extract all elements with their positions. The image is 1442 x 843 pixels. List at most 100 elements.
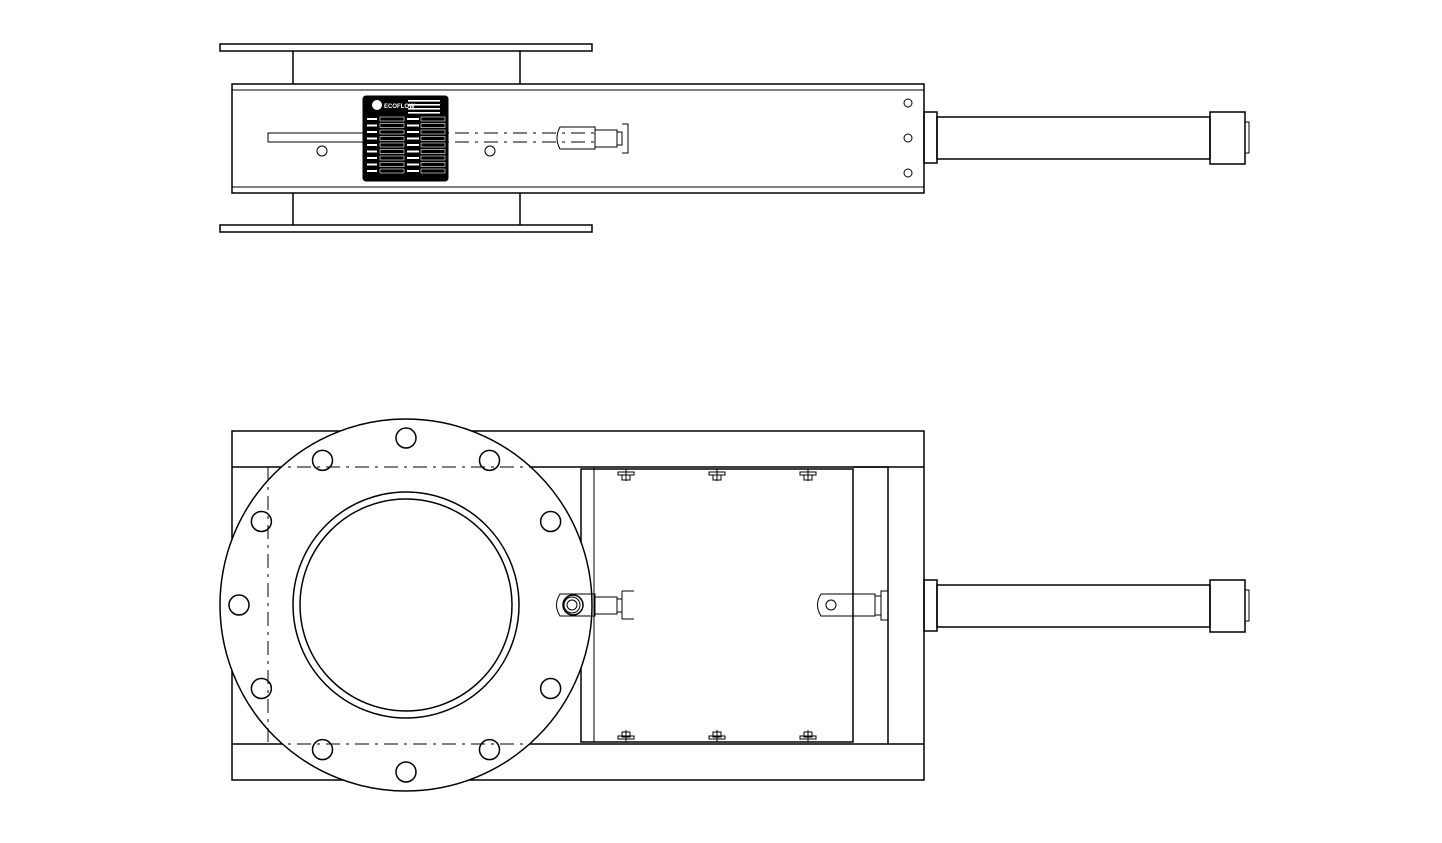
clevis-block	[594, 129, 618, 148]
stem-nut	[874, 595, 882, 616]
flange-disc	[219, 418, 593, 792]
nameplate-rows	[367, 100, 446, 174]
nameplate-label	[407, 137, 419, 140]
clevis-pin-inner	[566, 599, 578, 611]
flange-bolt-hole	[395, 427, 417, 449]
clevis-nut	[616, 131, 623, 146]
actuator-cylinder	[936, 116, 1211, 160]
hole-left	[316, 145, 328, 157]
nameplate-header-line	[408, 112, 440, 114]
nameplate-field	[379, 149, 405, 154]
end-hole-bottom	[903, 168, 913, 178]
nameplate: ECOFLOW	[362, 95, 449, 182]
front-actuator-port	[1244, 589, 1250, 622]
nameplate-field	[420, 123, 446, 128]
flange-bolt-hole	[250, 510, 273, 533]
nameplate-field	[379, 155, 405, 161]
nameplate-label	[407, 124, 419, 127]
gate-bolt	[799, 730, 817, 742]
flange-bolt-hole	[478, 449, 501, 472]
nameplate-field	[379, 162, 405, 167]
actuator-mount	[923, 111, 938, 164]
front-view	[219, 418, 1250, 792]
nameplate-label	[367, 170, 377, 172]
front-clevis-block	[594, 596, 618, 615]
gate-bolt	[799, 469, 817, 481]
nameplate-label	[407, 131, 419, 133]
nameplate-field	[420, 142, 446, 148]
gate-bolt	[617, 469, 635, 481]
nameplate-brand: ECOFLOW	[384, 104, 415, 110]
nameplate-label	[367, 144, 377, 146]
gate-bolt	[708, 730, 726, 742]
hole-right	[484, 145, 496, 157]
nameplate-field	[420, 129, 446, 135]
front-clevis	[556, 593, 596, 617]
end-hole-middle	[903, 133, 913, 143]
nameplate-label	[407, 163, 419, 166]
nameplate-field	[379, 123, 405, 128]
clevis-pin-outer	[563, 596, 581, 614]
nameplate-field	[379, 136, 405, 141]
nameplate-label	[367, 150, 377, 153]
nameplate-header-line	[408, 108, 440, 110]
nameplate-label	[367, 124, 377, 127]
bore-inner	[299, 498, 513, 712]
nameplate-field	[420, 149, 446, 154]
nameplate-field	[379, 142, 405, 148]
top-flange-plate	[219, 43, 593, 52]
nameplate-field	[379, 129, 405, 135]
stem-connector	[817, 593, 876, 617]
nameplate-field	[420, 155, 446, 161]
nameplate-label	[407, 144, 419, 146]
nameplate-label	[407, 118, 419, 120]
nameplate-header-line	[408, 104, 440, 106]
bore-outer	[292, 491, 520, 719]
front-actuator-end-cap	[1209, 579, 1246, 633]
valve-body-top	[231, 83, 925, 194]
gate-bolt	[708, 469, 726, 481]
nameplate-label	[367, 137, 377, 140]
flange-bolt-hole	[562, 594, 584, 616]
stem-connector-hole	[825, 599, 837, 611]
nameplate-label	[367, 118, 377, 120]
nameplate-field	[379, 116, 405, 122]
nameplate-field	[420, 162, 446, 167]
gate-bolt	[617, 730, 635, 742]
clevis-bracket	[622, 123, 629, 154]
nameplate-label	[407, 157, 419, 159]
front-actuator-cylinder	[936, 584, 1211, 628]
flange-bolt-hole	[250, 677, 273, 700]
gate-slot	[267, 132, 369, 143]
flange-bolt-hole	[311, 449, 334, 472]
bottom-flange-plate	[219, 224, 593, 233]
flange-bolt-hole	[228, 594, 250, 616]
actuator-end-cap	[1209, 111, 1246, 165]
front-clevis-bracket	[621, 590, 634, 620]
flange-bolt-hole	[311, 738, 334, 761]
flange-bolt-hole	[539, 677, 562, 700]
ecoflow-logo-icon	[372, 100, 382, 110]
nameplate-header-line	[408, 100, 440, 102]
nameplate-label	[367, 131, 377, 133]
nameplate-field	[420, 116, 446, 122]
stem-clevis	[556, 126, 596, 150]
front-actuator-mount	[923, 579, 938, 632]
nameplate-label	[407, 150, 419, 153]
nameplate-field	[379, 168, 405, 174]
stem-packing	[880, 590, 889, 621]
gate-bolts	[617, 469, 817, 742]
nameplate-label	[407, 170, 419, 172]
front-clevis-nut	[616, 598, 623, 613]
nameplate-field	[420, 136, 446, 141]
flange-bolt-hole	[539, 510, 562, 533]
flange-bolt-hole	[478, 738, 501, 761]
flange-bolt-holes	[228, 427, 584, 783]
nameplate-label	[367, 157, 377, 159]
actuator-port	[1244, 121, 1250, 154]
end-hole-top	[903, 98, 913, 108]
flange-bolt-hole	[395, 761, 417, 783]
top-view: ECOFLOW	[219, 43, 1250, 233]
